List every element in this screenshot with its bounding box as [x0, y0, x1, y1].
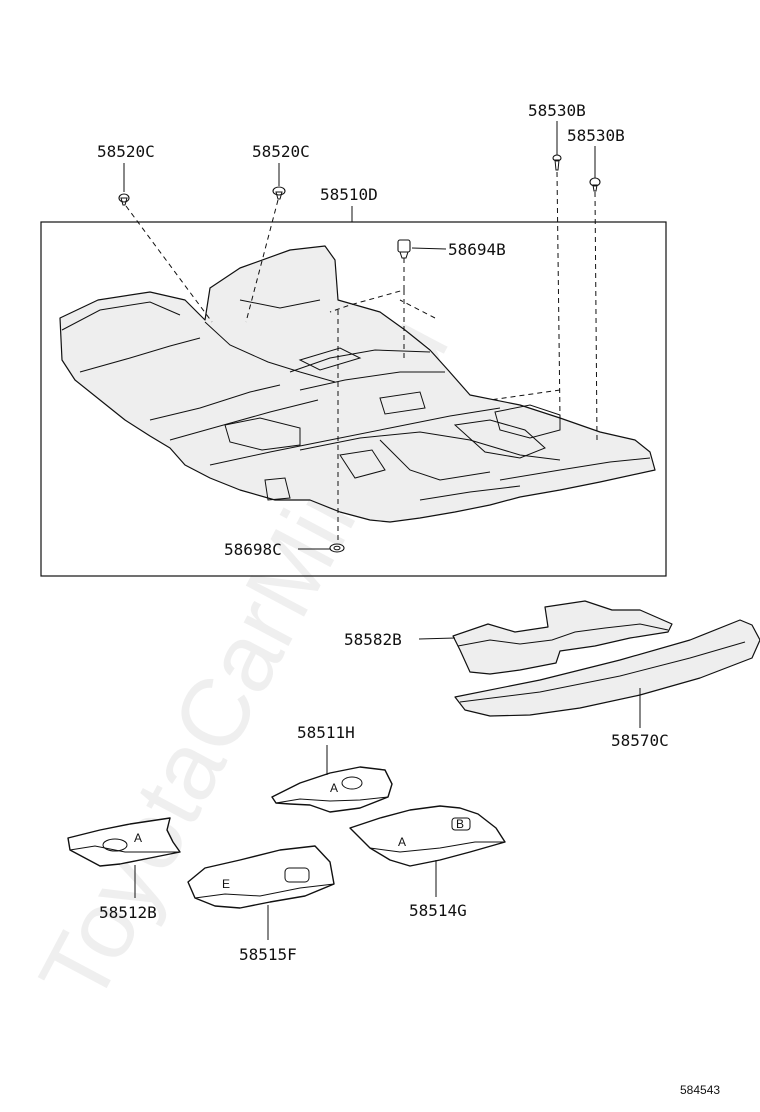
deck-mat-58582b[interactable] — [452, 600, 673, 675]
dash-58520c-left — [125, 205, 213, 323]
callout-58582b: 58582B — [344, 630, 402, 649]
clip-58520c-left[interactable] — [118, 193, 130, 206]
callout-58530b-bottom: 58530B — [567, 126, 625, 145]
pad-mark-58512b: A — [134, 831, 142, 845]
pad-mark-58515f: E — [222, 877, 230, 891]
pad-58514g[interactable]: A B — [349, 805, 506, 867]
callout-58520c-left: 58520C — [97, 142, 155, 161]
pad-mark-58514g-a: A — [398, 835, 406, 849]
dash-58520c-right — [245, 199, 279, 323]
carpet-outline — [59, 245, 656, 523]
pad-mark-58514g-b: B — [456, 817, 464, 831]
floor-board-outline — [454, 619, 760, 717]
callout-58520c-right: 58520C — [252, 142, 310, 161]
callout-58512b: 58512B — [99, 903, 157, 922]
pad-58512b[interactable]: A — [67, 817, 181, 867]
clip-58694b[interactable] — [397, 239, 411, 259]
nut-58698c[interactable] — [329, 543, 345, 553]
floor-board-58570c[interactable] — [454, 619, 760, 717]
dash-rear-b — [489, 389, 561, 401]
carpet-frame — [40, 221, 667, 577]
clip-58520c-right[interactable] — [272, 186, 286, 200]
deck-mat-outline — [452, 600, 673, 675]
dash-rear-a — [399, 299, 436, 319]
diagram-reference-number: 584543 — [680, 1083, 720, 1097]
dash-58530b-upper — [556, 171, 561, 419]
callout-58694b: 58694B — [448, 240, 506, 259]
pad-58515f[interactable]: E — [187, 845, 335, 909]
callout-58515f: 58515F — [239, 945, 297, 964]
floor-carpet-58510d[interactable] — [59, 245, 656, 523]
callout-58514g: 58514G — [409, 901, 467, 920]
callout-58510d: 58510D — [320, 185, 378, 204]
pad-mark-58511h: A — [330, 781, 338, 795]
callout-58698c: 58698C — [224, 540, 282, 559]
callout-58570c: 58570C — [611, 731, 669, 750]
dash-58530b-lower — [594, 191, 598, 441]
callout-58511h: 58511H — [297, 723, 355, 742]
screw-58530b-upper[interactable] — [552, 154, 562, 171]
screw-58530b-lower[interactable] — [589, 177, 601, 192]
pad-58511h[interactable]: A — [271, 766, 393, 813]
callout-58530b-top: 58530B — [528, 101, 586, 120]
